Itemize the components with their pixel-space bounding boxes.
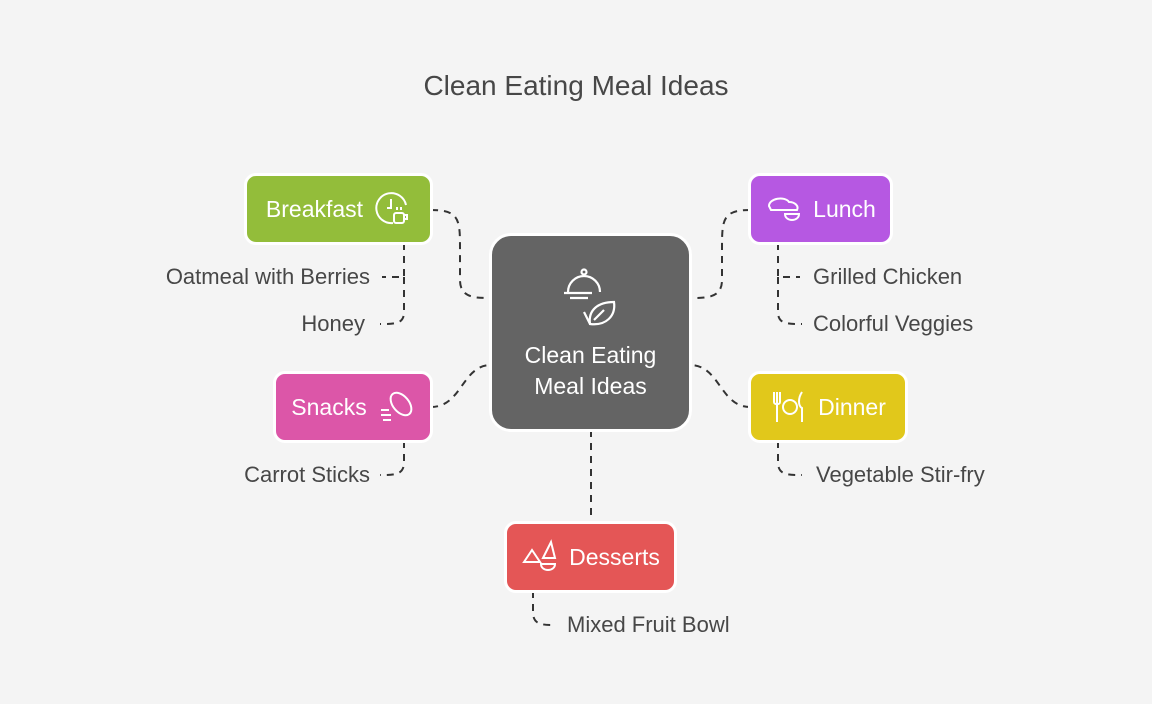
connector-oatmeal [382,243,405,278]
node-snacks[interactable]: Snacks [273,371,433,443]
cloche-leaf-icon [564,268,616,326]
snacks-label: Snacks [291,393,367,420]
connector-snacks [430,364,492,408]
connector-grilled [777,243,800,278]
diagram-title: Clean Eating Meal Ideas [423,70,729,101]
connector-dinner [689,364,751,408]
item-grilled-chicken: Grilled Chicken [813,264,963,289]
connector-lunch [689,209,751,299]
cake-dessert-icon [522,539,557,571]
connector-honey [379,277,405,325]
dinner-label: Dinner [818,393,886,420]
desserts-label: Desserts [569,543,660,570]
item-vegetable-stir-fry: Vegetable Stir-fry [816,462,985,487]
connector-fruit [532,591,557,626]
connector-veggies [777,277,803,325]
lunch-label: Lunch [813,195,876,222]
item-oatmeal: Oatmeal with Berries [165,264,370,289]
node-desserts[interactable]: Desserts [504,521,677,593]
connector-breakfast [430,209,492,299]
central-label-line2: Meal Ideas [534,373,647,399]
node-breakfast[interactable]: Breakfast [244,173,433,245]
clock-coffee-icon [375,192,409,225]
item-colorful-veggies: Colorful Veggies [813,311,974,336]
item-carrot-sticks: Carrot Sticks [244,462,370,487]
item-mixed-fruit-bowl: Mixed Fruit Bowl [567,612,730,637]
snack-bar-icon [380,391,413,421]
item-honey: Honey [301,311,365,336]
node-lunch[interactable]: Lunch [748,173,893,245]
lunch-bowl-icon [768,197,801,221]
node-dinner[interactable]: Dinner [748,371,908,443]
breakfast-label: Breakfast [265,195,364,222]
fork-knife-plate-icon [773,391,804,422]
central-label-line1: Clean Eating [524,342,657,368]
connector-carrot [379,441,405,476]
connector-stirfry [777,441,803,476]
